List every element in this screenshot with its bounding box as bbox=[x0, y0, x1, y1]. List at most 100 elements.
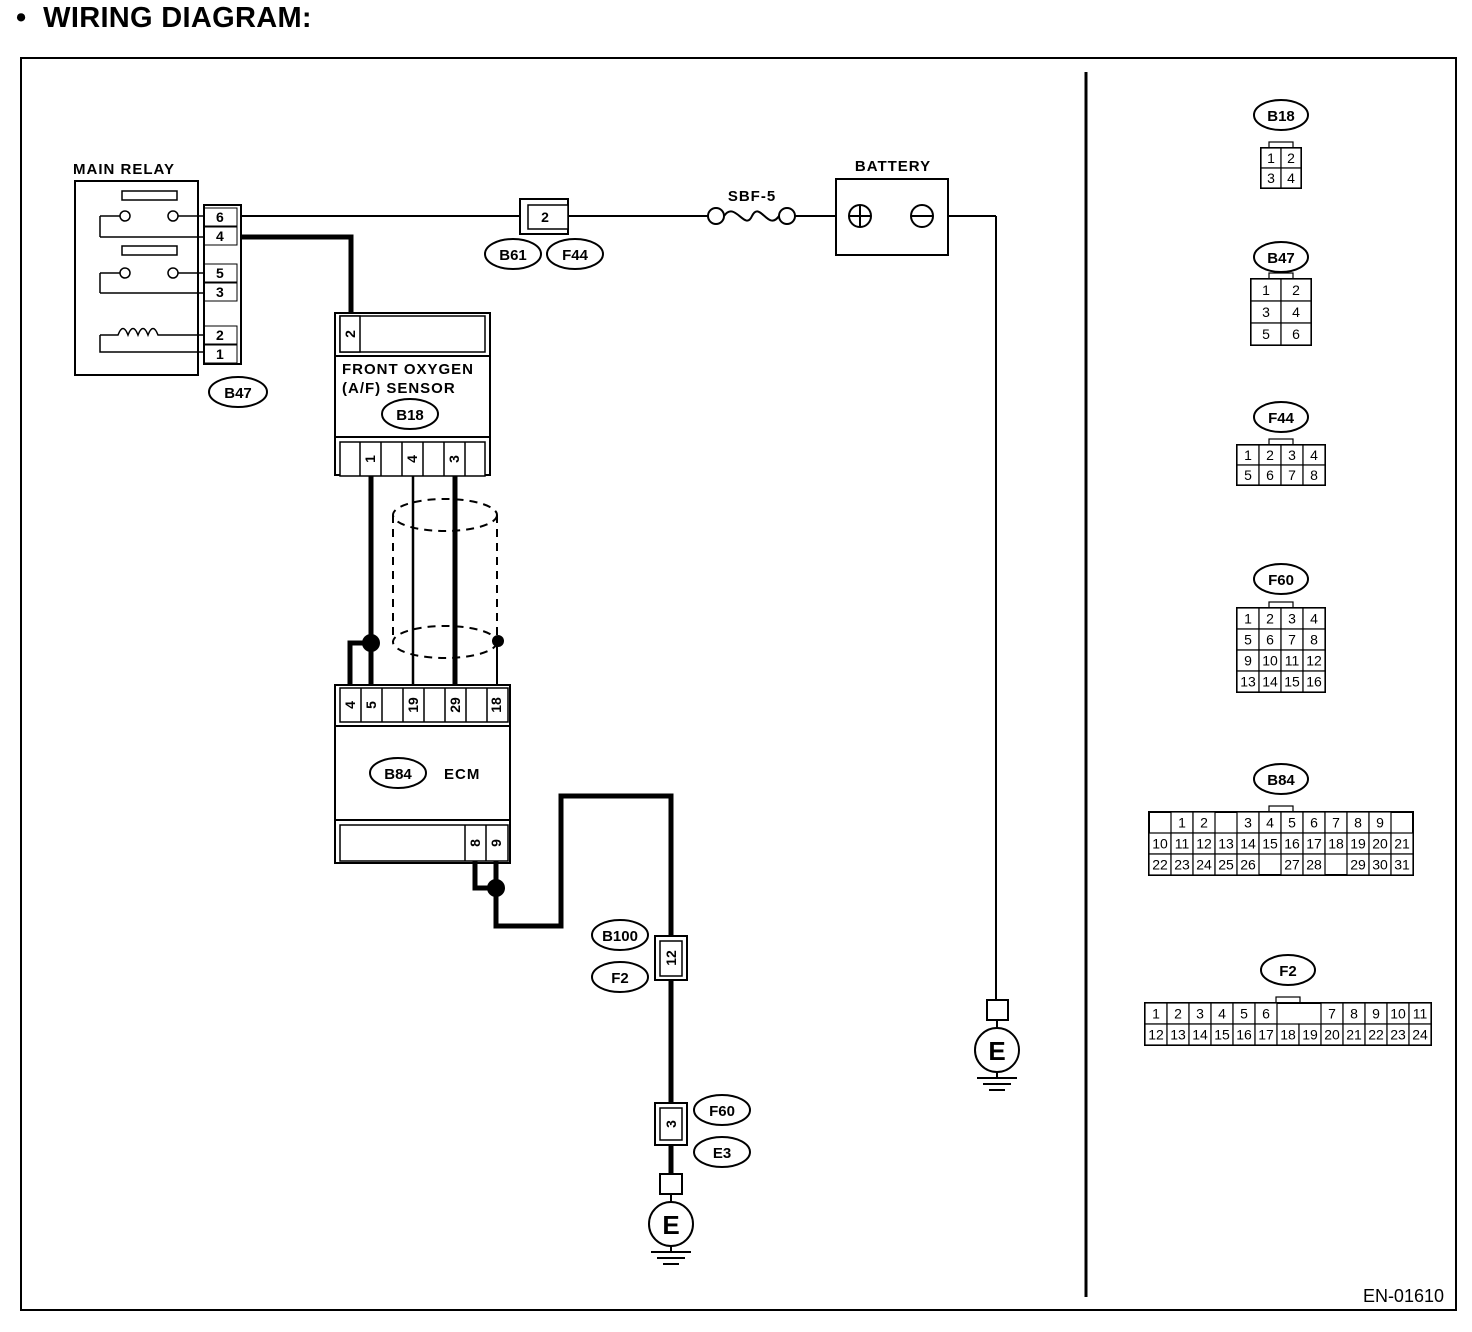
ecm-pin-19: 19 bbox=[405, 697, 421, 713]
sensor-pin-3: 3 bbox=[446, 455, 462, 463]
ecm-pin-29: 29 bbox=[447, 697, 463, 713]
legend-f44-pin: 5 bbox=[1244, 467, 1252, 483]
ecm-pin-4: 4 bbox=[342, 701, 358, 709]
legend-f44-pin: 6 bbox=[1266, 467, 1274, 483]
legend-b84-pin: 10 bbox=[1152, 836, 1168, 852]
legend-f60-pin: 3 bbox=[1288, 611, 1296, 627]
legend-f60-pin: 14 bbox=[1262, 674, 1278, 690]
ecm-pin-5: 5 bbox=[363, 701, 379, 709]
legend-b84-pin: 14 bbox=[1240, 836, 1256, 852]
legend-b84-pin: 8 bbox=[1354, 815, 1362, 831]
legend-f2-pin: 18 bbox=[1280, 1027, 1296, 1043]
legend-f2-pin: 24 bbox=[1412, 1027, 1428, 1043]
legend-b84-pin: 17 bbox=[1306, 836, 1322, 852]
legend-f44-pin: 4 bbox=[1310, 447, 1318, 463]
legend-f2-pin: 3 bbox=[1196, 1006, 1204, 1022]
relay-pin-4: 4 bbox=[216, 228, 224, 244]
legend-f44-pin: 2 bbox=[1266, 447, 1274, 463]
battery-label: BATTERY bbox=[855, 158, 931, 175]
legend-b84-pin: 22 bbox=[1152, 857, 1168, 873]
f44-label: F44 bbox=[562, 247, 589, 264]
legend-f2-pin: 4 bbox=[1218, 1006, 1226, 1022]
f2-label: F2 bbox=[611, 970, 629, 987]
legend-b84-pin: 15 bbox=[1262, 836, 1278, 852]
f60-label: F60 bbox=[709, 1103, 735, 1120]
legend-b47-pin: 5 bbox=[1262, 326, 1270, 342]
b100-label: B100 bbox=[602, 928, 638, 945]
legend-b84-pin: 20 bbox=[1372, 836, 1388, 852]
legend-b84-pin: 12 bbox=[1196, 836, 1212, 852]
b18-label: B18 bbox=[396, 407, 424, 424]
connector-f60-e3: 3 F60 E3 bbox=[654, 1094, 751, 1168]
bullet: • bbox=[16, 2, 27, 34]
legend-b84-label: B84 bbox=[1267, 772, 1295, 789]
legend-f2-pin: 2 bbox=[1174, 1006, 1182, 1022]
legend-b47-pin: 4 bbox=[1292, 304, 1300, 320]
legend-b47-pin: 2 bbox=[1292, 282, 1300, 298]
legend-b84-pin: 23 bbox=[1174, 857, 1190, 873]
legend-f2-pin: 9 bbox=[1372, 1006, 1380, 1022]
legend-b84-pin: 21 bbox=[1394, 836, 1410, 852]
legend-b84-pin: 19 bbox=[1350, 836, 1366, 852]
relay-pin-1: 1 bbox=[216, 346, 224, 362]
legend-f2-pin: 13 bbox=[1170, 1027, 1186, 1043]
f60-pin-3: 3 bbox=[663, 1120, 679, 1128]
ecm-pin-18: 18 bbox=[488, 697, 504, 713]
legend-f2-pin: 8 bbox=[1350, 1006, 1358, 1022]
legend-f2-pin: 6 bbox=[1262, 1006, 1270, 1022]
legend-f2-pin: 12 bbox=[1148, 1027, 1164, 1043]
legend-f2-pin: 11 bbox=[1413, 1006, 1428, 1022]
fuse-sbf5: SBF-5 bbox=[707, 188, 796, 225]
legend-b84-pin: 2 bbox=[1200, 815, 1208, 831]
legend-f60-pin: 5 bbox=[1244, 632, 1252, 648]
legend-b84-pin: 30 bbox=[1372, 857, 1388, 873]
front-oxygen-sensor: 2 FRONT OXYGEN (A/F) SENSOR B18 1 4 3 bbox=[334, 312, 491, 477]
legend-b84-pin: 6 bbox=[1310, 815, 1318, 831]
diagram-frame bbox=[20, 57, 1457, 1311]
ground-bottom: E bbox=[648, 1173, 694, 1265]
sensor-pin-2: 2 bbox=[342, 330, 358, 338]
legend-f44-label: F44 bbox=[1268, 410, 1295, 427]
wires bbox=[241, 215, 997, 1000]
legend-b84-pin: 31 bbox=[1394, 857, 1410, 873]
connector-b61-f44: 2 B61 F44 bbox=[484, 198, 604, 270]
legend-f2-pin: 7 bbox=[1328, 1006, 1336, 1022]
e3-label: E3 bbox=[713, 1145, 731, 1162]
legend-f2-pin: 14 bbox=[1192, 1027, 1208, 1043]
legend-b84-pin: 5 bbox=[1288, 815, 1296, 831]
heading-text: WIRING DIAGRAM: bbox=[43, 2, 312, 34]
b47-label: B47 bbox=[224, 385, 252, 402]
ecm-pin-9: 9 bbox=[488, 839, 504, 847]
legend-b84-pin: 9 bbox=[1376, 815, 1384, 831]
legend-b18-label: B18 bbox=[1267, 108, 1295, 125]
legend-b84-pin: 29 bbox=[1350, 857, 1366, 873]
figure-code: EN-01610 bbox=[1363, 1286, 1444, 1306]
ground-bottom-label: E bbox=[662, 1210, 679, 1240]
fuse-label: SBF-5 bbox=[728, 188, 776, 205]
legend-f60-pin: 1 bbox=[1244, 611, 1252, 627]
legend-b47-label: B47 bbox=[1267, 250, 1295, 267]
legend-b84-pin: 7 bbox=[1332, 815, 1340, 831]
legend-f2-pin: 1 bbox=[1152, 1006, 1160, 1022]
legend-b84-pin: 16 bbox=[1284, 836, 1300, 852]
legend-f60-pin: 10 bbox=[1262, 653, 1278, 669]
legend-f60-pin: 15 bbox=[1284, 674, 1300, 690]
b61-label: B61 bbox=[499, 247, 527, 264]
legend-f2-label: F2 bbox=[1279, 963, 1297, 980]
legend-f44-pin: 3 bbox=[1288, 447, 1296, 463]
legend-b47-pin: 6 bbox=[1292, 326, 1300, 342]
legend-b84-pin: 1 bbox=[1178, 815, 1186, 831]
ecm-label: ECM bbox=[444, 766, 480, 783]
legend-f44-pin: 1 bbox=[1244, 447, 1252, 463]
b61-pin-2: 2 bbox=[541, 209, 549, 225]
b100-pin-12: 12 bbox=[663, 950, 679, 966]
ecm-ground-wire bbox=[472, 793, 674, 1175]
legend-f60-pin: 4 bbox=[1310, 611, 1318, 627]
sensor-pin-4: 4 bbox=[404, 455, 420, 463]
